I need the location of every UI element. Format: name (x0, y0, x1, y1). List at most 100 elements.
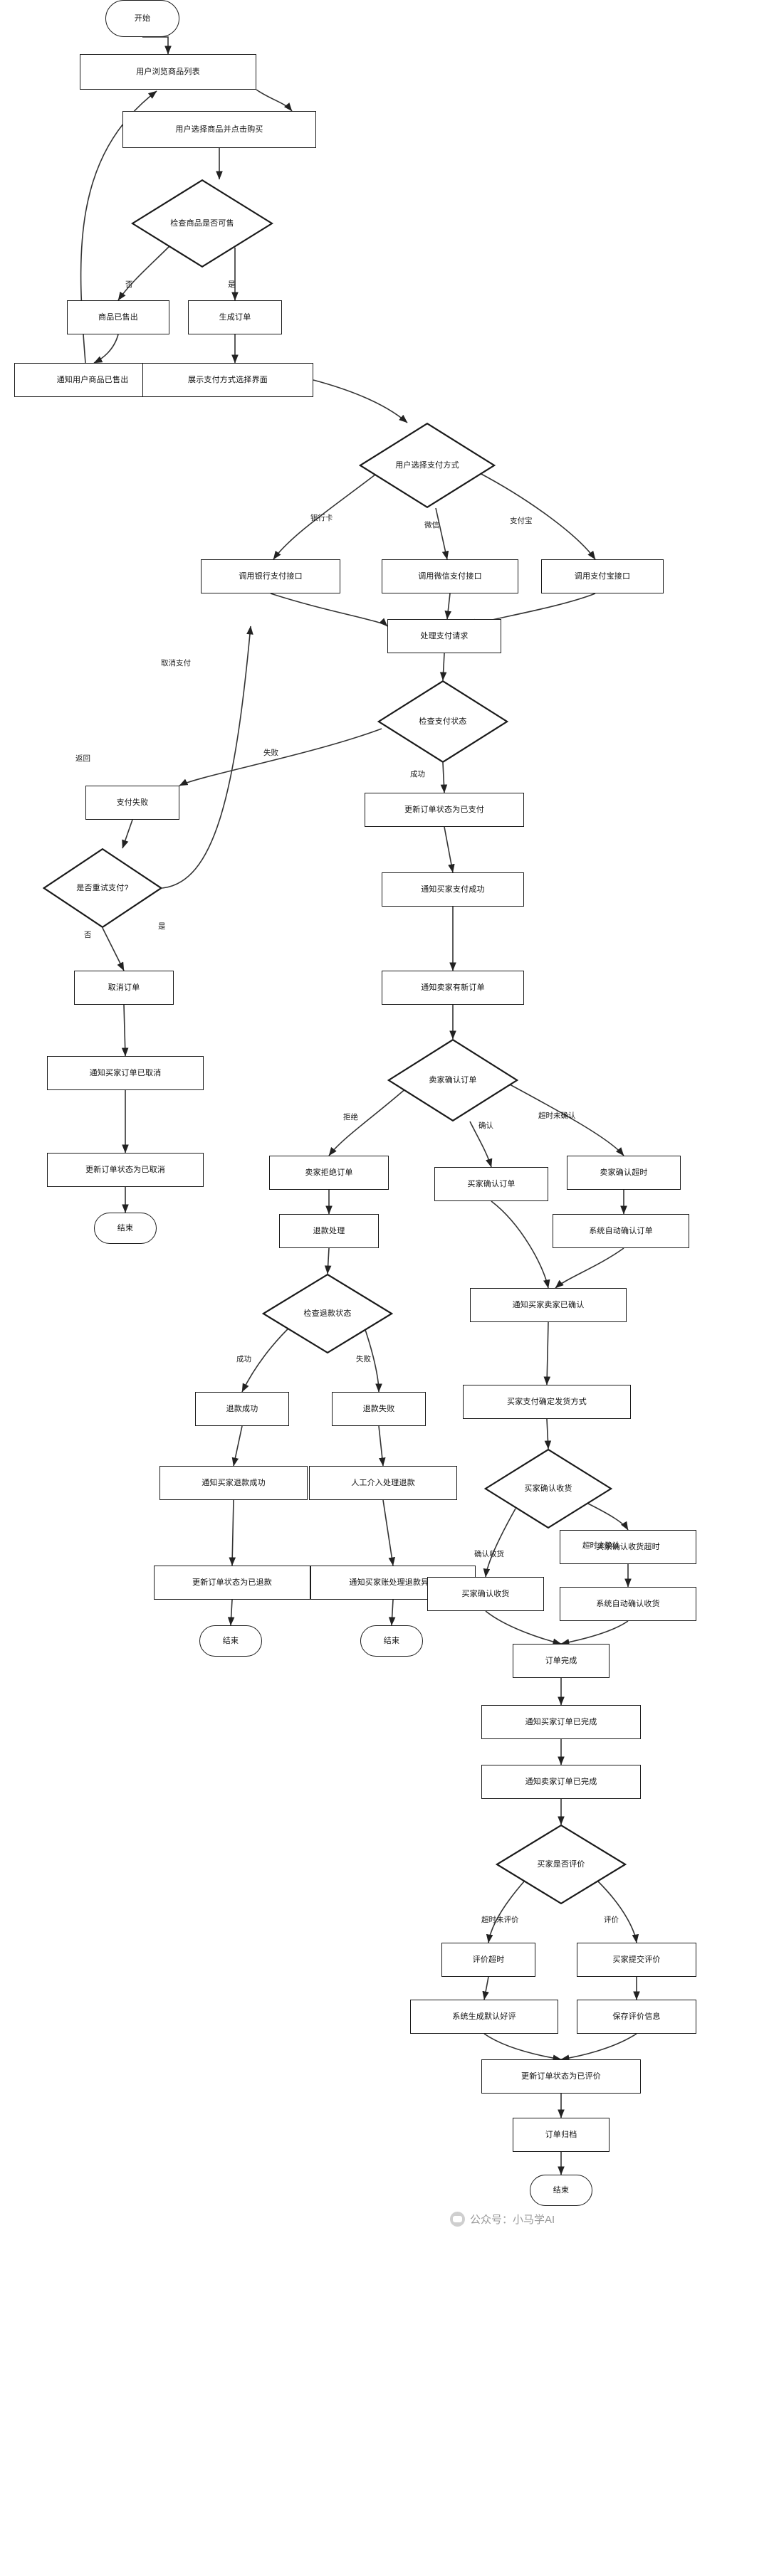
node-label: 保存评价信息 (612, 2012, 661, 2021)
node-label: 卖家确认订单 (429, 1075, 477, 1084)
node-label: 退款成功 (226, 1404, 258, 1413)
node-label: 更新订单状态为已退款 (192, 1578, 272, 1587)
process-node[interactable]: 买家提交评价 (577, 1943, 696, 1977)
process-node[interactable]: 系统自动确认订单 (553, 1214, 689, 1248)
node-label: 更新订单状态为已取消 (85, 1165, 165, 1174)
edge-label: 否 (125, 280, 133, 289)
watermark-text: 公众号：小马学AI (470, 2214, 555, 2226)
node-label: 系统自动确认收货 (596, 1599, 660, 1608)
process-node[interactable]: 人工介入处理退款 (309, 1466, 457, 1500)
node-label: 买家提交评价 (612, 1955, 661, 1964)
process-node[interactable]: 展示支付方式选择界面 (142, 363, 313, 397)
node-label: 通知买家账处理退款异常 (349, 1578, 437, 1587)
decision-node[interactable]: 买家确认收货 (484, 1449, 612, 1529)
process-node[interactable]: 系统自动确认收货 (560, 1587, 696, 1621)
terminator-node[interactable]: 结束 (530, 2175, 592, 2206)
process-node[interactable]: 通知买家订单已取消 (47, 1056, 204, 1090)
process-node[interactable]: 评价超时 (441, 1943, 535, 1977)
edge-label: 成功 (236, 1355, 251, 1363)
process-node[interactable]: 更新订单状态为已支付 (365, 793, 524, 827)
node-label: 更新订单状态为已支付 (404, 805, 484, 814)
edge-label: 失败 (263, 749, 278, 757)
process-node[interactable]: 通知卖家订单已完成 (481, 1765, 641, 1799)
node-label: 通知买家订单已取消 (89, 1068, 162, 1077)
terminator-node[interactable]: 结束 (360, 1625, 423, 1657)
decision-node[interactable]: 检查退款状态 (262, 1274, 393, 1353)
node-label: 结束 (553, 2185, 570, 2195)
node-label: 订单归档 (545, 2130, 577, 2139)
diamond-shape (359, 423, 496, 508)
node-label: 商品已售出 (98, 312, 138, 322)
diamond-shape (496, 1825, 627, 1904)
node-label: 展示支付方式选择界面 (188, 375, 268, 384)
process-node[interactable]: 更新订单状态为已取消 (47, 1153, 204, 1187)
process-node[interactable]: 买家支付确定发货方式 (463, 1385, 631, 1419)
process-node[interactable]: 通知卖家有新订单 (382, 971, 524, 1005)
process-node[interactable]: 卖家拒绝订单 (269, 1156, 389, 1190)
process-node[interactable]: 订单归档 (513, 2118, 610, 2152)
process-node[interactable]: 用户浏览商品列表 (80, 54, 256, 90)
node-label: 调用银行支付接口 (239, 571, 303, 581)
node-label: 开始 (134, 14, 151, 23)
process-node[interactable]: 退款失败 (332, 1392, 426, 1426)
process-node[interactable]: 取消订单 (74, 971, 174, 1005)
edge-label: 拒绝 (343, 1113, 358, 1121)
node-label: 卖家确认超时 (600, 1168, 648, 1177)
edge-label: 确认 (478, 1121, 493, 1130)
node-label: 评价超时 (472, 1955, 505, 1964)
node-label: 生成订单 (219, 312, 251, 322)
process-node[interactable]: 更新订单状态为已退款 (154, 1566, 310, 1600)
process-node[interactable]: 买家确认订单 (434, 1167, 548, 1201)
process-node[interactable]: 订单完成 (513, 1644, 610, 1678)
process-node[interactable]: 保存评价信息 (577, 2000, 696, 2034)
decision-node[interactable]: 检查商品是否可售 (131, 179, 273, 268)
node-label: 更新订单状态为已评价 (521, 2071, 601, 2081)
edge-label: 是 (228, 280, 236, 289)
terminator-node[interactable]: 结束 (199, 1625, 262, 1657)
node-label: 检查商品是否可售 (170, 218, 234, 228)
node-label: 用户浏览商品列表 (136, 67, 200, 76)
process-node[interactable]: 卖家确认超时 (567, 1156, 681, 1190)
process-node[interactable]: 系统生成默认好评 (410, 2000, 558, 2034)
process-node[interactable]: 商品已售出 (67, 300, 169, 334)
node-label: 买家支付确定发货方式 (507, 1397, 587, 1406)
diamond-shape (377, 680, 508, 763)
process-node[interactable]: 处理支付请求 (387, 619, 501, 653)
terminator-node[interactable]: 结束 (94, 1213, 157, 1244)
process-node[interactable]: 买家确认收货超时 (560, 1530, 696, 1564)
decision-node[interactable]: 是否重试支付? (43, 848, 162, 928)
node-label: 买家是否评价 (537, 1859, 585, 1869)
decision-node[interactable]: 买家是否评价 (496, 1825, 627, 1904)
process-node[interactable]: 生成订单 (188, 300, 282, 334)
edge-label: 支付宝 (510, 517, 533, 525)
edge-label: 确认收货 (474, 1550, 504, 1558)
node-label: 买家确认收货超时 (596, 1542, 660, 1551)
diamond-shape (387, 1039, 518, 1121)
process-node[interactable]: 买家确认收货 (427, 1577, 544, 1611)
process-node[interactable]: 调用支付宝接口 (541, 559, 664, 593)
process-node[interactable]: 通知买家卖家已确认 (470, 1288, 627, 1322)
process-node[interactable]: 用户选择商品并点击购买 (122, 111, 316, 148)
decision-node[interactable]: 卖家确认订单 (387, 1039, 518, 1121)
process-node[interactable]: 通知买家支付成功 (382, 872, 524, 907)
node-label: 支付失败 (116, 798, 149, 807)
edge-label: 超时未确认 (538, 1112, 576, 1120)
process-node[interactable]: 退款成功 (195, 1392, 289, 1426)
process-node[interactable]: 调用银行支付接口 (201, 559, 340, 593)
wechat-icon (450, 2212, 465, 2227)
edge-label: 失败 (356, 1355, 371, 1363)
process-node[interactable]: 退款处理 (279, 1214, 379, 1248)
node-label: 系统自动确认订单 (589, 1226, 653, 1235)
node-label: 取消订单 (108, 983, 140, 992)
node-label: 订单完成 (545, 1656, 577, 1665)
node-label: 卖家拒绝订单 (305, 1168, 353, 1177)
process-node[interactable]: 支付失败 (85, 786, 179, 820)
terminator-node[interactable]: 开始 (105, 0, 179, 37)
process-node[interactable]: 更新订单状态为已评价 (481, 2059, 641, 2094)
decision-node[interactable]: 检查支付状态 (377, 680, 508, 763)
process-node[interactable]: 通知买家订单已完成 (481, 1705, 641, 1739)
process-node[interactable]: 调用微信支付接口 (382, 559, 518, 593)
process-node[interactable]: 通知买家退款成功 (159, 1466, 308, 1500)
decision-node[interactable]: 用户选择支付方式 (359, 423, 496, 508)
